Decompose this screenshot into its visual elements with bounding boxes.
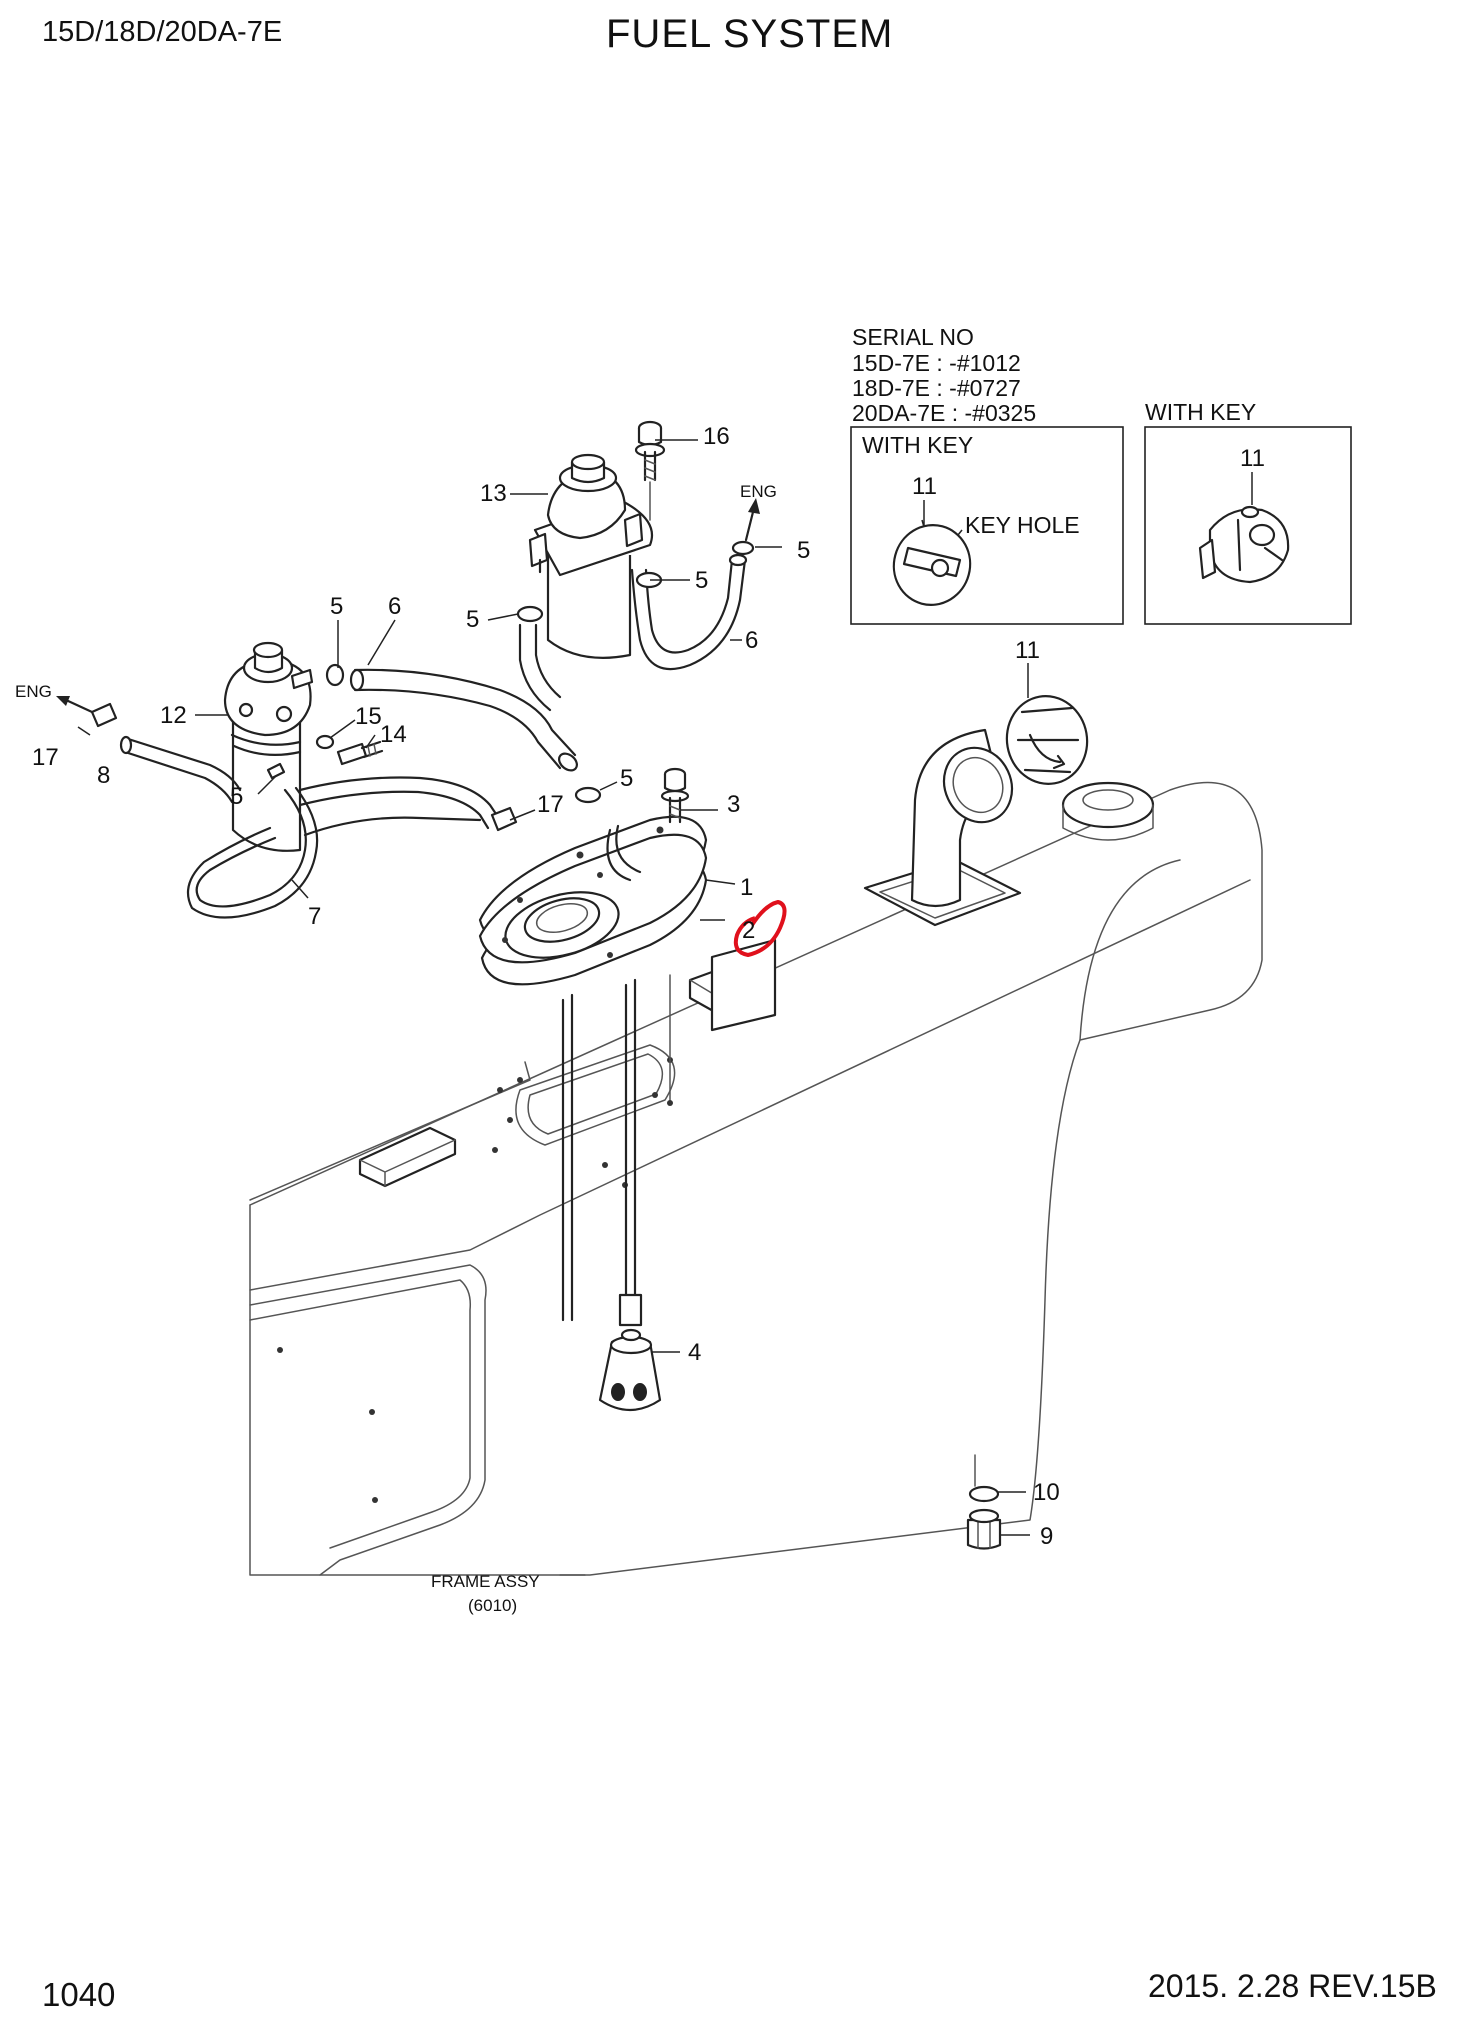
part-label-4: 4 (688, 1339, 701, 1366)
highlight-mark (733, 899, 787, 958)
page-number: 1040 (42, 1976, 116, 2013)
part-label-9: 9 (1040, 1523, 1053, 1550)
eng-label-right: ENG (740, 482, 777, 501)
hose-8 (119, 735, 242, 804)
key-cap-icon (892, 524, 972, 606)
part-label-8: 8 (97, 762, 110, 789)
strainer-4 (598, 1328, 662, 1411)
eng-arrow-left (56, 696, 94, 714)
hose-6-right (630, 553, 748, 671)
part-label-5-separator: 5 (695, 567, 708, 594)
part-label-3: 3 (727, 791, 740, 818)
with-key-box-right (1144, 426, 1352, 625)
bolt-3 (660, 767, 690, 824)
serial-heading: SERIAL NO (852, 324, 974, 350)
serial-line-15d: 15D-7E : -#1012 (852, 350, 1021, 376)
washer-10 (968, 1454, 1000, 1503)
serial-line-18d: 18D-7E : -#0727 (852, 375, 1021, 401)
part-label-5-filter: 5 (230, 783, 243, 810)
eng-label-left: ENG (15, 682, 52, 701)
eng-arrow-right (744, 498, 760, 542)
part-label-16: 16 (703, 423, 730, 450)
frame-assy (249, 781, 1263, 1576)
part-label-5-right: 5 (797, 537, 810, 564)
revision-date: 2015. 2.28 REV.15B (1148, 1968, 1437, 2004)
with-key-left-part: 11 (912, 473, 937, 500)
hose-lower-cross (298, 776, 502, 837)
part-label-17-left: 17 (32, 744, 59, 771)
part-label-10: 10 (1033, 1479, 1060, 1506)
fuel-cap-11 (1005, 695, 1089, 785)
key-hole-label: KEY HOLE (965, 512, 1080, 538)
with-key-right-part: 11 (1240, 445, 1265, 472)
filler-neck (863, 728, 1022, 927)
part-label-11-main: 11 (1015, 637, 1040, 664)
hose-7 (186, 786, 319, 919)
part-label-6-right: 6 (745, 627, 758, 654)
model-label: 15D/18D/20DA-7E (42, 16, 283, 48)
bolt-16 (634, 420, 666, 521)
part-label-5-top: 5 (330, 593, 343, 620)
part-label-2: 2 (742, 917, 755, 944)
part-label-17-mid: 17 (537, 791, 564, 818)
part-label-7: 7 (308, 903, 321, 930)
with-key-left-title: WITH KEY (862, 432, 973, 458)
frame-assy-label: FRAME ASSY (431, 1572, 540, 1591)
part-label-5-plate: 5 (620, 765, 633, 792)
serial-line-20da: 20DA-7E : -#0325 (852, 400, 1036, 426)
bolt-14 (336, 740, 384, 766)
part-label-15: 15 (355, 703, 382, 730)
part-label-12: 12 (160, 702, 187, 729)
gasket-2 (478, 833, 708, 986)
leader-lines (77, 439, 1030, 1536)
with-key-box-left (850, 426, 1124, 625)
frame-assy-code: (6010) (468, 1596, 517, 1615)
part-label-6-upper: 6 (388, 593, 401, 620)
part-label-5-mid: 5 (466, 606, 479, 633)
washer-15 (315, 734, 335, 750)
part-label-13: 13 (480, 480, 507, 507)
clamps (90, 540, 755, 832)
fuel-filter-12 (223, 641, 314, 852)
drain-plug-9 (966, 1508, 1002, 1550)
fuel-separator-13 (528, 453, 654, 659)
locking-cap-icon (1198, 505, 1290, 584)
part-label-14: 14 (380, 721, 407, 748)
part-label-1: 1 (740, 874, 753, 901)
hose-6-upper (349, 623, 578, 772)
sender-tubes (561, 824, 777, 1327)
tank-boss (1061, 781, 1155, 841)
page-title: FUEL SYSTEM (606, 12, 894, 56)
with-key-right-title: WITH KEY (1145, 399, 1256, 425)
